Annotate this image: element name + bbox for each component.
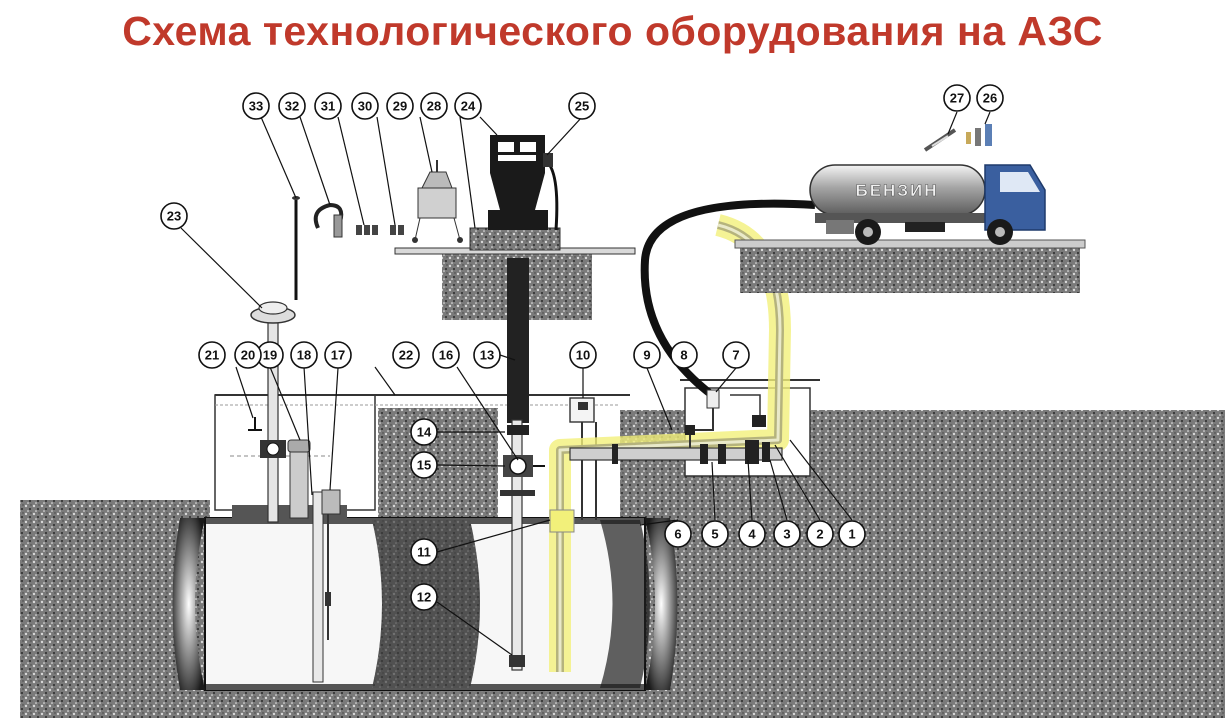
callout-13: 13 bbox=[473, 341, 501, 369]
svg-text:26: 26 bbox=[983, 91, 997, 106]
svg-text:9: 9 bbox=[643, 348, 650, 363]
callout-21: 21 bbox=[198, 341, 226, 369]
callout-18: 18 bbox=[290, 341, 318, 369]
svg-text:19: 19 bbox=[263, 348, 277, 363]
callout-8: 8 bbox=[670, 341, 698, 369]
gravel-column bbox=[378, 408, 498, 518]
ground-right bbox=[620, 410, 1225, 718]
svg-text:1: 1 bbox=[848, 527, 855, 542]
truck-label: БЕНЗИН bbox=[856, 181, 939, 200]
svg-text:24: 24 bbox=[461, 99, 476, 114]
svg-text:33: 33 bbox=[249, 99, 263, 114]
callout-3: 3 bbox=[773, 520, 801, 548]
ground-bottom bbox=[20, 690, 1225, 718]
callout-16: 16 bbox=[432, 341, 460, 369]
callout-26: 26 bbox=[976, 84, 1004, 112]
callout-9: 9 bbox=[633, 341, 661, 369]
callout-24: 24 bbox=[454, 92, 482, 120]
svg-text:18: 18 bbox=[297, 348, 311, 363]
truck-platform bbox=[740, 245, 1080, 293]
svg-text:7: 7 bbox=[732, 348, 739, 363]
callout-20: 20 bbox=[234, 341, 262, 369]
svg-text:25: 25 bbox=[575, 99, 589, 114]
callout-5: 5 bbox=[701, 520, 729, 548]
svg-text:32: 32 bbox=[285, 99, 299, 114]
svg-text:2: 2 bbox=[816, 527, 823, 542]
svg-text:17: 17 bbox=[331, 348, 345, 363]
callout-22: 22 bbox=[392, 341, 420, 369]
svg-text:10: 10 bbox=[576, 348, 590, 363]
svg-text:27: 27 bbox=[950, 91, 964, 106]
callout-2: 2 bbox=[806, 520, 834, 548]
fill-pipe bbox=[569, 447, 783, 461]
leader-lines bbox=[180, 111, 991, 656]
callout-30: 30 bbox=[351, 92, 379, 120]
svg-text:28: 28 bbox=[427, 99, 441, 114]
callout-33: 33 bbox=[242, 92, 270, 120]
svg-text:8: 8 bbox=[680, 348, 687, 363]
diagram-title: Схема технологического оборудования на А… bbox=[122, 8, 1103, 54]
callout-14: 14 bbox=[410, 418, 438, 446]
svg-text:30: 30 bbox=[358, 99, 372, 114]
svg-text:22: 22 bbox=[399, 348, 413, 363]
callout-4: 4 bbox=[738, 520, 766, 548]
callout-11: 11 bbox=[410, 538, 438, 566]
fuel-truck: БЕНЗИН bbox=[809, 164, 1046, 245]
suction-pipe-casing bbox=[507, 258, 529, 423]
svg-text:14: 14 bbox=[417, 425, 432, 440]
callout-27: 27 bbox=[943, 84, 971, 112]
svg-text:11: 11 bbox=[417, 545, 431, 560]
callout-6: 6 bbox=[664, 520, 692, 548]
svg-text:3: 3 bbox=[783, 527, 790, 542]
callout-10: 10 bbox=[569, 341, 597, 369]
svg-text:13: 13 bbox=[480, 348, 494, 363]
tools-26-27 bbox=[923, 124, 992, 152]
svg-text:29: 29 bbox=[393, 99, 407, 114]
svg-text:6: 6 bbox=[674, 527, 681, 542]
callout-17: 17 bbox=[324, 341, 352, 369]
callout-15: 15 bbox=[410, 451, 438, 479]
callout-32: 32 bbox=[278, 92, 306, 120]
equipment-29-33 bbox=[292, 160, 463, 300]
callout-28: 28 bbox=[420, 92, 448, 120]
callout-31: 31 bbox=[314, 92, 342, 120]
callout-23: 23 bbox=[160, 202, 188, 230]
svg-text:4: 4 bbox=[748, 527, 756, 542]
svg-text:16: 16 bbox=[439, 348, 453, 363]
svg-text:21: 21 bbox=[205, 348, 219, 363]
callout-25: 25 bbox=[568, 92, 596, 120]
fuel-dispenser bbox=[488, 135, 559, 231]
callout-7: 7 bbox=[722, 341, 750, 369]
svg-text:20: 20 bbox=[241, 348, 255, 363]
svg-text:5: 5 bbox=[711, 527, 718, 542]
svg-text:12: 12 bbox=[417, 590, 431, 605]
callout-29: 29 bbox=[386, 92, 414, 120]
svg-text:31: 31 bbox=[321, 99, 335, 114]
callout-12: 12 bbox=[410, 583, 438, 611]
ground-left bbox=[20, 500, 210, 718]
callout-1: 1 bbox=[838, 520, 866, 548]
svg-text:15: 15 bbox=[417, 458, 431, 473]
svg-text:23: 23 bbox=[167, 209, 181, 224]
